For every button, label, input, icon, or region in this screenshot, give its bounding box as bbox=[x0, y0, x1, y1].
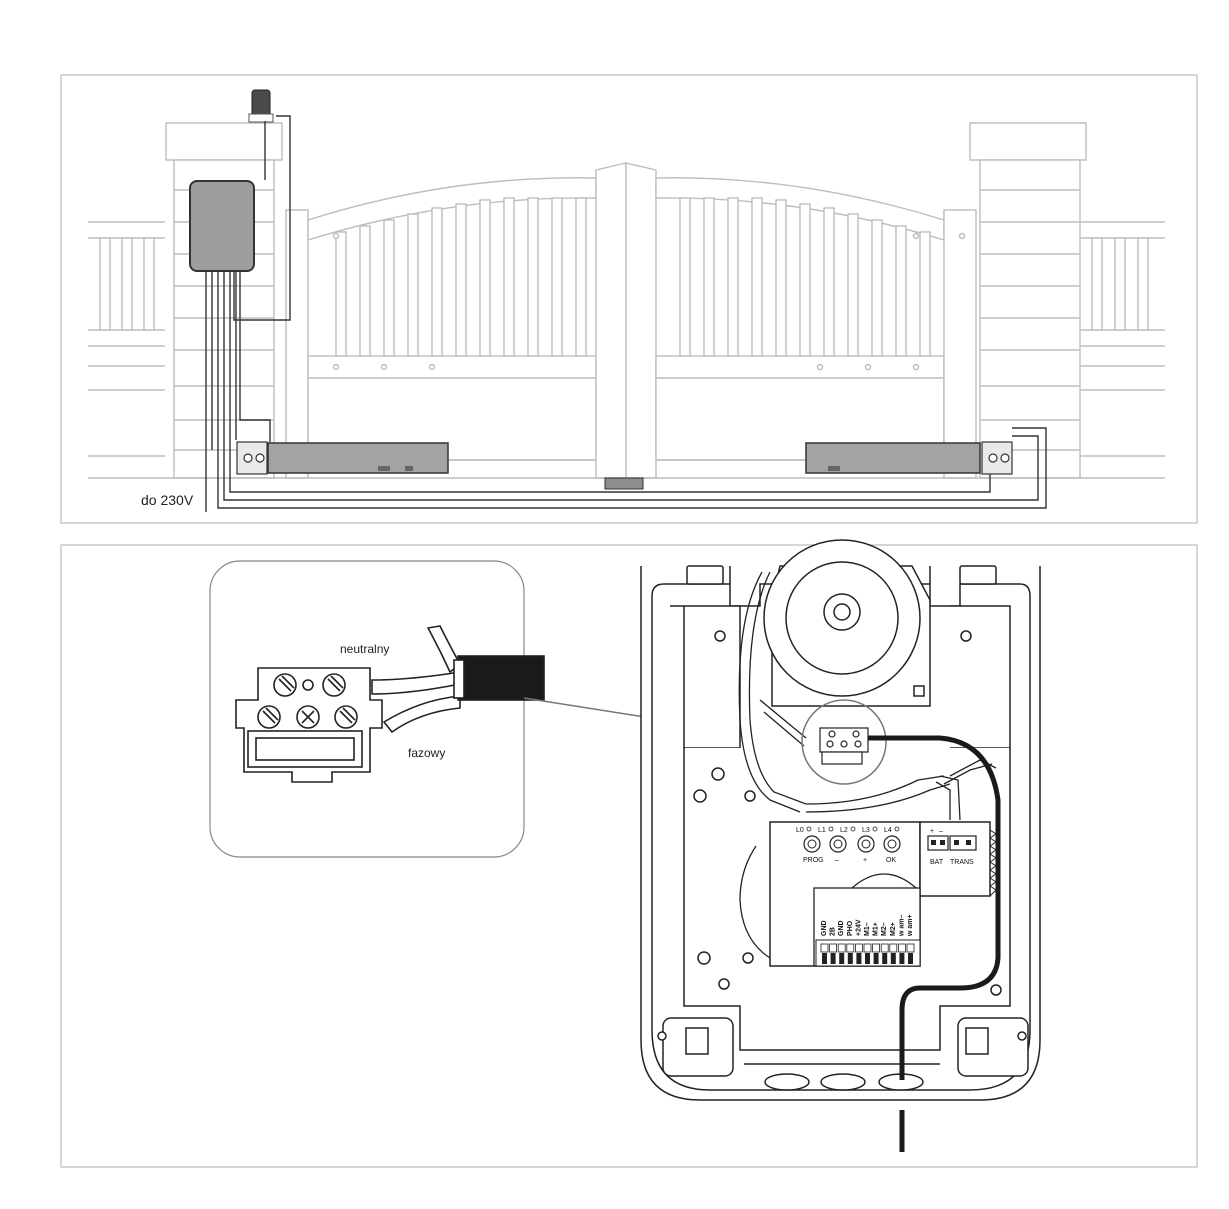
supply-cable bbox=[868, 735, 1001, 1080]
enlarged-wires bbox=[371, 625, 545, 734]
led-dot bbox=[872, 826, 878, 832]
terminal-block-enlarged bbox=[235, 667, 383, 783]
right-pillar bbox=[969, 122, 1087, 479]
trans-pin bbox=[954, 840, 959, 845]
terminal-pin bbox=[865, 953, 870, 964]
terminal-block-small bbox=[819, 727, 869, 765]
neutral-wire-label: neutralny bbox=[340, 642, 389, 656]
bat-plus-sign: + bbox=[930, 828, 934, 835]
right-actuator bbox=[805, 442, 981, 474]
warning-lamp bbox=[248, 89, 274, 123]
led-label-l0: L0 bbox=[796, 827, 804, 834]
minus-button-label: – bbox=[835, 857, 839, 864]
led-dot bbox=[806, 826, 812, 832]
screw-terminal[interactable] bbox=[898, 943, 906, 953]
screw-terminal[interactable] bbox=[820, 943, 829, 953]
terminal-highlight-circle bbox=[801, 699, 887, 785]
internal-cables bbox=[738, 571, 997, 959]
screw-terminal[interactable] bbox=[889, 943, 898, 953]
terminal-label: M1– bbox=[864, 922, 871, 936]
terminal-label: w am– bbox=[898, 914, 905, 937]
bat-connector-label: BAT bbox=[930, 859, 944, 866]
led-label-l4: L4 bbox=[884, 827, 892, 834]
phase-wire-label: fazowy bbox=[408, 746, 445, 760]
screw-terminal[interactable] bbox=[863, 943, 872, 953]
left-fence bbox=[88, 221, 165, 457]
terminal-label: M2– bbox=[881, 922, 888, 936]
terminal-label: PHO bbox=[847, 920, 854, 936]
left-actuator bbox=[267, 442, 449, 474]
plus-button[interactable] bbox=[857, 835, 875, 853]
control-box bbox=[189, 180, 255, 272]
terminal-pin bbox=[847, 953, 853, 964]
bat-connector bbox=[927, 835, 949, 851]
right-fence bbox=[1080, 221, 1165, 457]
terminal-pin bbox=[822, 953, 827, 964]
screw-terminal[interactable] bbox=[855, 943, 863, 953]
plus-button-label: + bbox=[863, 857, 867, 864]
ok-button[interactable] bbox=[883, 835, 901, 853]
gate-scene bbox=[88, 122, 1165, 479]
board-buttons: PROG – + OK bbox=[803, 835, 901, 864]
center-posts bbox=[595, 162, 657, 479]
bat-pin bbox=[940, 840, 945, 845]
gate-cables bbox=[205, 115, 1047, 512]
terminal-pin bbox=[830, 953, 836, 964]
led-dot bbox=[828, 826, 834, 832]
screw-terminal[interactable] bbox=[829, 943, 837, 953]
terminal-pin bbox=[839, 953, 845, 964]
ok-button-label: OK bbox=[886, 857, 896, 864]
screw-terminal[interactable] bbox=[872, 943, 880, 953]
bat-pin bbox=[931, 840, 936, 845]
bat-minus-sign: – bbox=[939, 828, 943, 835]
led-label-l3: L3 bbox=[862, 827, 870, 834]
prog-button-label: PROG bbox=[803, 857, 824, 864]
terminal-label: w am+ bbox=[907, 914, 914, 937]
terminal-label: GND bbox=[821, 920, 828, 936]
terminal-pin bbox=[882, 953, 888, 964]
terminal-pin bbox=[856, 953, 862, 964]
terminal-label: GND bbox=[838, 920, 845, 936]
power-connectors: + – BAT TRANS bbox=[927, 828, 977, 866]
terminal-label: 2B bbox=[830, 927, 837, 936]
terminal-label: +24V bbox=[855, 919, 862, 936]
right-gate-leaf bbox=[655, 177, 977, 479]
trans-connector bbox=[949, 835, 977, 851]
left-hinge-bracket bbox=[236, 441, 268, 475]
led-dot bbox=[850, 826, 856, 832]
prog-button[interactable] bbox=[803, 835, 821, 853]
transformer bbox=[763, 539, 931, 707]
terminal-pin bbox=[873, 953, 879, 964]
led-label-l1: L1 bbox=[818, 827, 826, 834]
screw-terminal[interactable] bbox=[880, 943, 889, 953]
screw-terminal[interactable] bbox=[846, 943, 855, 953]
right-hinge-bracket bbox=[981, 441, 1013, 475]
terminal-label: M2+ bbox=[890, 922, 897, 936]
led-indicators: L0 L1 L2 L3 L4 bbox=[796, 826, 900, 834]
terminal-pin bbox=[908, 953, 913, 964]
led-dot bbox=[894, 826, 900, 832]
power-label: do 230V bbox=[141, 492, 194, 508]
terminal-label: M1+ bbox=[873, 922, 880, 936]
terminal-pin bbox=[899, 953, 905, 964]
gate-stop bbox=[604, 477, 644, 490]
trans-pin bbox=[966, 840, 971, 845]
screw-terminal[interactable] bbox=[837, 943, 846, 953]
led-label-l2: L2 bbox=[840, 827, 848, 834]
screw-terminal[interactable] bbox=[906, 943, 915, 953]
terminal-pin bbox=[890, 953, 896, 964]
trans-connector-label: TRANS bbox=[950, 859, 974, 866]
minus-button[interactable] bbox=[829, 835, 847, 853]
